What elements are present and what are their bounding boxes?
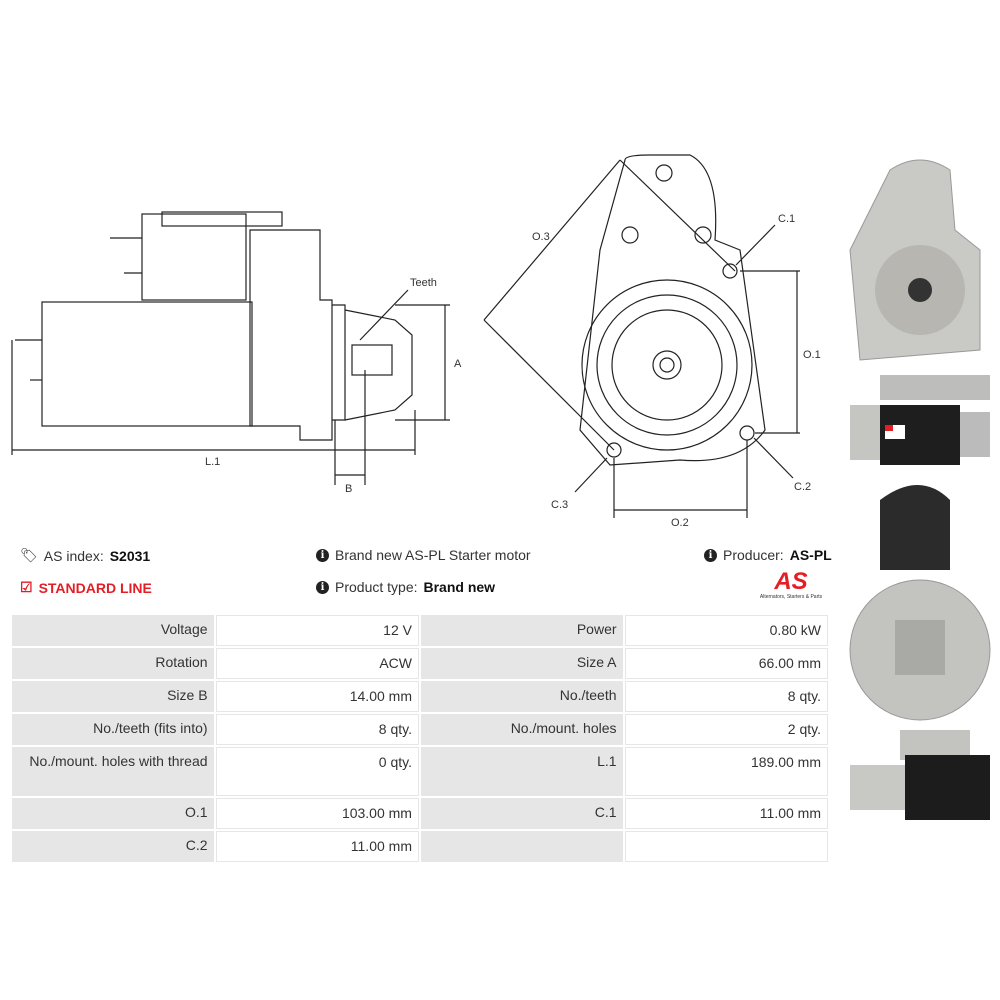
spec-label: No./teeth	[420, 681, 623, 712]
label-l1: L.1	[205, 456, 220, 468]
spec-value: 189.00 mm	[624, 747, 828, 796]
spec-value: 0 qty.	[215, 747, 419, 796]
spec-value	[624, 831, 828, 862]
description: i Brand new AS-PL Starter motor	[316, 547, 531, 563]
label-o3: O.3	[532, 231, 550, 243]
spec-label: Power	[420, 615, 623, 646]
spec-value: 11.00 mm	[215, 831, 419, 862]
as-index-label: AS index:	[43, 547, 104, 564]
spec-label: L.1	[420, 747, 623, 796]
description-text: Brand new AS-PL Starter motor	[335, 547, 531, 563]
checkbox-icon: ☑	[20, 579, 33, 595]
standard-line-text: STANDARD LINE	[38, 579, 152, 596]
product-type-value: Brand new	[423, 579, 496, 595]
spec-value: 14.00 mm	[215, 681, 419, 712]
producer: i Producer: AS-PL	[704, 547, 832, 563]
spec-value: 0.80 kW	[624, 615, 828, 646]
spec-value: 8 qty.	[624, 681, 828, 712]
producer-value: AS-PL	[789, 547, 832, 563]
spec-value: 12 V	[215, 615, 419, 646]
spec-label: C.2	[12, 831, 214, 862]
spec-value: 66.00 mm	[624, 648, 828, 679]
spec-label: Size B	[12, 681, 214, 712]
photo-angle	[850, 730, 990, 820]
spec-label: Rotation	[12, 648, 214, 679]
label-a: A	[454, 358, 462, 370]
spec-label: Size A	[420, 648, 623, 679]
producer-label: Producer:	[723, 547, 784, 563]
product-type: i Product type: Brand new	[316, 579, 495, 595]
spec-label: C.1	[420, 798, 623, 829]
spec-value: 103.00 mm	[215, 798, 419, 829]
photo-front	[849, 159, 981, 361]
label-o2: O.2	[671, 517, 689, 529]
standard-line: ☑ STANDARD LINE	[20, 579, 152, 596]
technical-drawings: Teeth A B L.1 O.3 C.1 O.1 C.2 C.3 O.2	[11, 154, 821, 529]
label-c3: C.3	[551, 499, 568, 511]
product-photos	[849, 159, 991, 820]
spec-row: No./teeth (fits into)8 qty.No./mount. ho…	[12, 714, 828, 745]
side-view-drawing	[11, 211, 450, 485]
logo-tagline: Alternators, Starters & Parts	[759, 594, 823, 600]
info-icon: i	[704, 548, 717, 562]
spec-label: Voltage	[12, 615, 214, 646]
info-icon: i	[316, 580, 329, 594]
logo-mark: AS	[774, 568, 808, 595]
spec-label: No./mount. holes with thread	[12, 747, 214, 796]
as-pl-logo: AS Alternators, Starters & Parts	[750, 568, 832, 601]
label-teeth: Teeth	[410, 277, 437, 289]
as-index: 🏷 AS index: S2031	[20, 547, 150, 564]
spec-value: 8 qty.	[215, 714, 419, 745]
spec-value: ACW	[215, 648, 419, 679]
spec-label: No./teeth (fits into)	[12, 714, 214, 745]
label-b: B	[345, 483, 352, 495]
spec-label: O.1	[12, 798, 214, 829]
spec-value: 11.00 mm	[624, 798, 828, 829]
spec-value: 2 qty.	[624, 714, 828, 745]
product-type-label: Product type:	[335, 579, 418, 595]
front-view-drawing	[483, 154, 800, 518]
as-index-value: S2031	[109, 547, 151, 564]
label-c1: C.1	[778, 213, 795, 225]
tag-icon: 🏷	[20, 547, 38, 563]
photo-side	[850, 375, 990, 465]
spec-label: No./mount. holes	[420, 714, 623, 745]
spec-label	[420, 831, 623, 862]
label-o1: O.1	[803, 349, 821, 361]
label-c2: C.2	[794, 481, 811, 493]
info-icon: i	[316, 548, 329, 562]
photo-rear	[849, 485, 991, 721]
